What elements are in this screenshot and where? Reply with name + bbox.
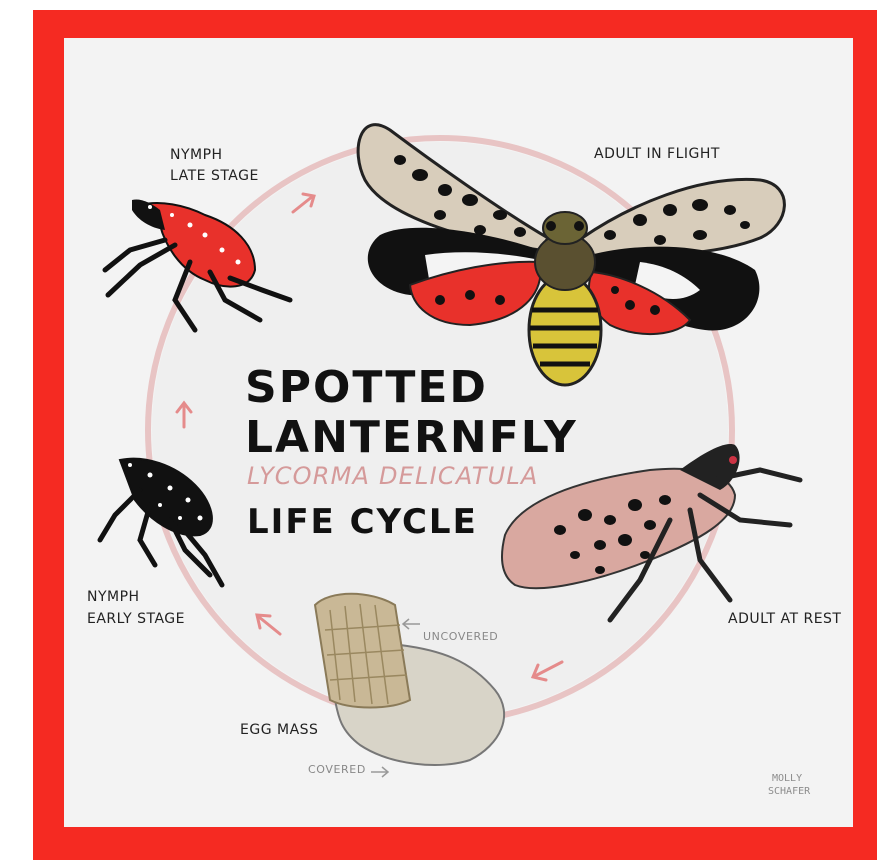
adult-at-rest-label: ADULT AT REST: [728, 609, 841, 629]
artist-signature-line-2: SCHAFER: [768, 786, 810, 798]
title-line-2: LANTERNFLY: [245, 412, 578, 463]
pointer-arrow-icon: [371, 767, 388, 777]
scientific-name: LYCORMA DELICATULA: [247, 462, 539, 490]
artist-signature-line-1: MOLLY: [772, 773, 802, 785]
nymph-early-label-line-2: EARLY STAGE: [87, 609, 185, 629]
uncovered-label: UNCOVERED: [423, 630, 498, 643]
covered-label: COVERED: [308, 763, 366, 776]
adult-in-flight-label: ADULT IN FLIGHT: [594, 144, 720, 164]
nymph-late-label-line-1: NYMPH: [170, 145, 223, 165]
nymph-early-label-line-1: NYMPH: [87, 587, 140, 607]
life-cycle-heading: LIFE CYCLE: [247, 502, 478, 542]
title-line-1: SPOTTED: [245, 362, 488, 413]
egg-mass-label: EGG MASS: [240, 720, 318, 740]
nymph-late-label-line-2: LATE STAGE: [170, 166, 259, 186]
